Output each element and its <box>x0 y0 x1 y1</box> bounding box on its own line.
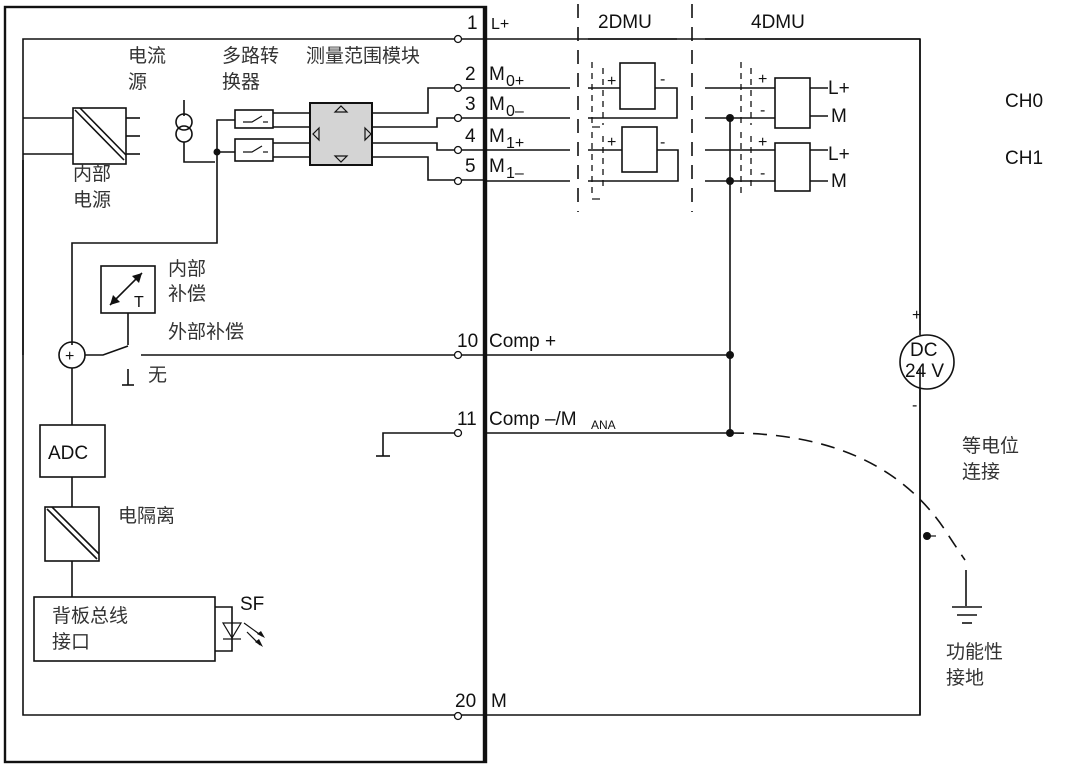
functional-earth-icon <box>923 532 982 624</box>
terminal-1-number: 1 <box>467 13 478 34</box>
terminal-3-number: 3 <box>465 94 476 115</box>
transducer-2dmu-ch1: + - <box>588 126 679 200</box>
terminal-2-label: M <box>489 64 505 85</box>
internal-power-label-1: 内部 <box>73 163 111 185</box>
svg-text:+: + <box>65 348 74 365</box>
terminal-3-label: M <box>489 94 505 115</box>
terminal-20-number: 20 <box>455 691 476 712</box>
svg-text:M: M <box>831 106 847 127</box>
sensor-letter: T <box>134 294 144 311</box>
galvanic-isolation-block <box>44 506 100 597</box>
dc-supply-icon <box>899 39 955 715</box>
multiplexer-switches <box>213 109 310 230</box>
terminal-11-number: 11 <box>457 409 477 430</box>
range-module-label: 测量范围模块 <box>306 45 420 67</box>
channel-0-label: CH0 <box>1005 91 1043 112</box>
svg-text:L+: L+ <box>828 78 850 99</box>
multiplexer-label-1: 多路转 <box>222 45 279 67</box>
adc-label: ADC <box>48 443 88 464</box>
svg-text:+: + <box>607 73 616 90</box>
internal-comp-label-1: 内部 <box>168 258 206 280</box>
group-2dmu-label: 2DMU <box>598 12 652 33</box>
multiplexer-label-2: 换器 <box>222 71 260 93</box>
ground-11 <box>382 432 455 456</box>
functional-earth-label-2: 接地 <box>946 667 984 689</box>
svg-text:L+: L+ <box>828 144 850 165</box>
terminal-points <box>453 34 463 721</box>
backplane-label-2: 接口 <box>52 631 90 653</box>
terminal-5-number: 5 <box>465 156 476 177</box>
svg-text:+: + <box>758 134 767 151</box>
group-4dmu-label: 4DMU <box>751 12 805 33</box>
terminal-11-sub: ANA <box>591 418 616 432</box>
terminal-11-label: Comp –/M <box>489 409 577 430</box>
terminal-20-label: M <box>491 691 507 712</box>
channel-1-label: CH1 <box>1005 148 1043 169</box>
internal-power-label-2: 电源 <box>73 189 111 211</box>
equipotential-label-2: 连接 <box>962 461 1000 483</box>
internal-comp-label-2: 补偿 <box>168 283 206 305</box>
backplane-label-1: 背板总线 <box>52 605 128 627</box>
dc-supply-line1: DC <box>910 340 937 361</box>
terminal-4-sub: 1+ <box>506 135 524 152</box>
current-source-label-1: 电流 <box>128 45 166 67</box>
transducer-4dmu-ch1: + - L+ M <box>705 132 850 197</box>
signal-path <box>71 230 218 345</box>
svg-text:-: - <box>760 102 765 119</box>
svg-text:M: M <box>831 171 847 192</box>
terminal-10-label: Comp + <box>489 331 556 352</box>
terminal-2-number: 2 <box>465 64 476 85</box>
transducer-4dmu-ch0: + - L+ M <box>705 62 850 129</box>
terminal-5-label: M <box>489 156 505 177</box>
terminal-4-label: M <box>489 126 505 147</box>
svg-text:-: - <box>660 134 665 151</box>
range-module-block <box>309 87 484 181</box>
internal-power-supply <box>23 107 140 165</box>
summing-junction-icon: + <box>58 341 484 425</box>
equipotential-label-1: 等电位 <box>962 435 1019 457</box>
dc-minus-label: - <box>912 397 917 414</box>
terminal-5-sub: 1– <box>506 165 524 182</box>
current-source-icon <box>175 100 215 163</box>
terminal-4-number: 4 <box>465 126 476 147</box>
terminal-2-sub: 0+ <box>506 73 524 90</box>
svg-text:+: + <box>607 134 616 151</box>
svg-text:+: + <box>758 71 767 88</box>
terminal-10-number: 10 <box>457 331 478 352</box>
functional-earth-label-1: 功能性 <box>946 641 1003 663</box>
transducer-2dmu-ch0: + - <box>588 62 678 128</box>
sf-led-icon <box>215 606 265 652</box>
none-label: 无 <box>148 364 167 386</box>
backplane-interface-block <box>33 596 216 662</box>
adc-block <box>39 424 106 478</box>
external-comp-label: 外部补偿 <box>168 321 244 343</box>
terminal-1-label: L+ <box>491 16 509 33</box>
temperature-sensor-icon: T <box>100 265 156 345</box>
sf-led-label: SF <box>240 594 264 615</box>
isolation-label: 电隔离 <box>118 505 175 527</box>
svg-text:-: - <box>660 71 665 88</box>
dc-plus-label: + <box>912 307 921 324</box>
equipotential-bond <box>729 432 966 561</box>
dc-supply-line2: 24 V <box>905 361 944 382</box>
terminal-3-sub: 0– <box>506 103 524 120</box>
current-source-label-2: 源 <box>128 71 147 93</box>
svg-text:-: - <box>760 165 765 182</box>
module-frame <box>3 5 488 764</box>
